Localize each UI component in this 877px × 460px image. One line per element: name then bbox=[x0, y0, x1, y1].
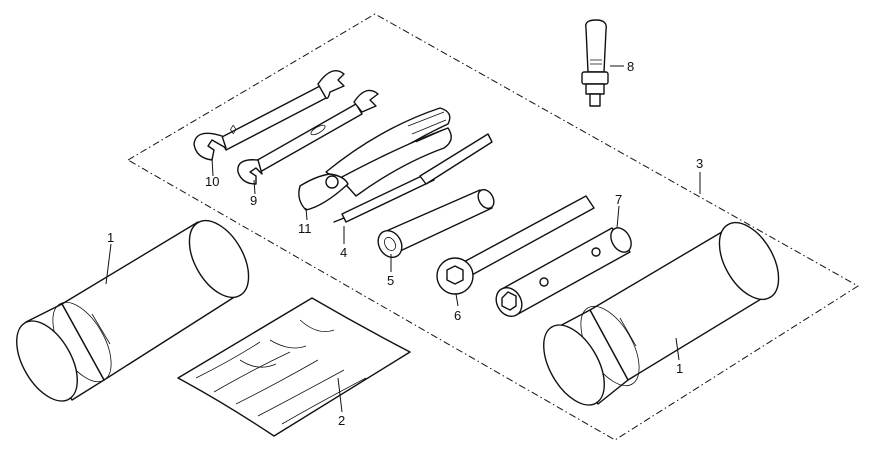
plug-wrench-7 bbox=[495, 227, 632, 318]
callout-9: 9 bbox=[250, 193, 257, 208]
callout-5: 5 bbox=[387, 273, 394, 288]
wrench-9 bbox=[237, 89, 379, 185]
callout-1a: 1 bbox=[107, 230, 114, 245]
socket-wrench-5 bbox=[377, 188, 495, 259]
pliers-11 bbox=[298, 107, 452, 211]
callout-1b: 1 bbox=[676, 361, 683, 376]
screwdriver-4 bbox=[333, 133, 493, 223]
leader-lines bbox=[105, 65, 701, 413]
ring-spanner-6 bbox=[436, 195, 595, 295]
callout-6: 6 bbox=[454, 308, 461, 323]
tool-case-left bbox=[16, 219, 250, 402]
callout-labels: 1 1 2 3 4 5 6 7 8 9 10 11 bbox=[107, 59, 703, 428]
tool-tray-outline bbox=[127, 13, 859, 441]
svg-text:◊: ◊ bbox=[230, 122, 237, 137]
wrench-10: ◊ bbox=[193, 70, 345, 161]
tool-case-right bbox=[543, 221, 780, 406]
callout-10: 10 bbox=[205, 174, 219, 189]
callout-11: 11 bbox=[298, 221, 312, 236]
tool-bag bbox=[177, 297, 411, 437]
callout-7: 7 bbox=[615, 192, 622, 207]
extension-handle-8 bbox=[581, 19, 609, 107]
callout-3: 3 bbox=[696, 156, 703, 171]
callout-4: 4 bbox=[340, 245, 347, 260]
callout-2: 2 bbox=[338, 413, 345, 428]
callout-8: 8 bbox=[627, 59, 634, 74]
